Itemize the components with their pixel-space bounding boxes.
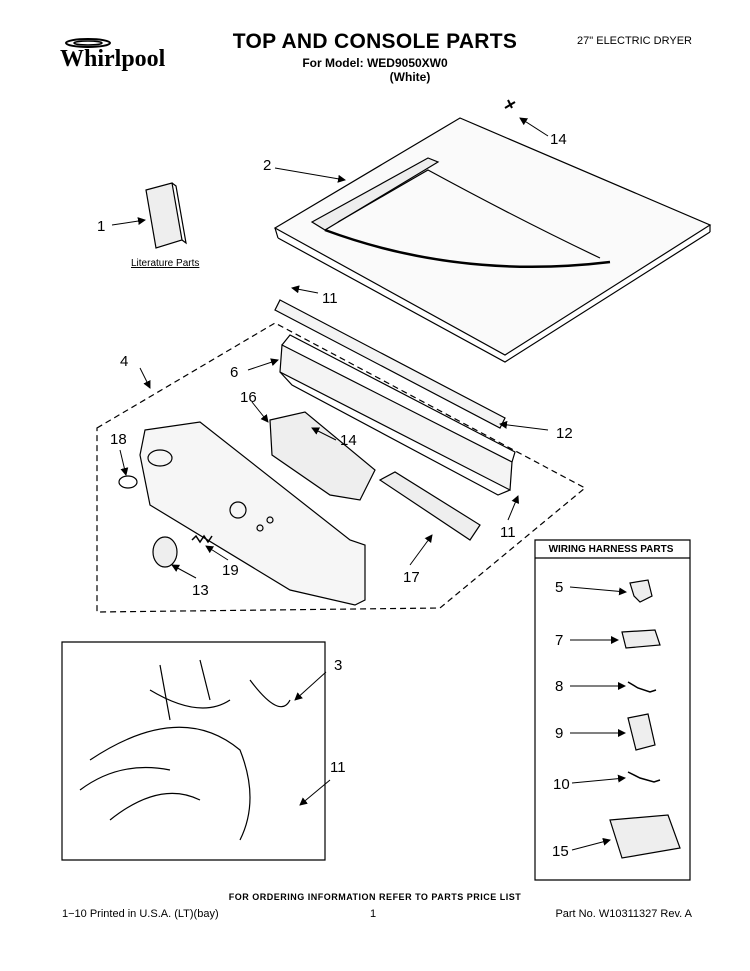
- product-type: 27" ELECTRIC DRYER: [577, 35, 692, 47]
- page-title: TOP AND CONSOLE PARTS: [232, 30, 518, 53]
- brand-text: Whirlpool: [60, 46, 166, 72]
- callout-10: 10: [553, 776, 570, 793]
- callout-12: 12: [556, 425, 573, 442]
- literature-parts-label: Literature Parts: [131, 258, 200, 269]
- page-number: 1: [370, 908, 377, 920]
- callout-11-a: 11: [322, 290, 338, 307]
- callout-1: 1: [97, 218, 105, 235]
- callout-7: 7: [555, 632, 563, 649]
- callout-9: 9: [555, 725, 563, 742]
- print-info: 1−10 Printed in U.S.A. (LT)(bay): [62, 908, 219, 920]
- callout-19: 19: [222, 562, 239, 579]
- callout-14-b: 14: [340, 432, 357, 449]
- callout-2: 2: [263, 157, 271, 174]
- callout-16: 16: [240, 389, 257, 406]
- whirlpool-logo: Whirlpool: [58, 34, 178, 74]
- model-subtitle: For Model: WED9050XW0 (White): [205, 56, 545, 84]
- callout-15: 15: [552, 843, 569, 860]
- ordering-note: FOR ORDERING INFORMATION REFER TO PARTS …: [228, 892, 522, 902]
- callout-17: 17: [403, 569, 420, 586]
- callout-13: 13: [192, 582, 209, 599]
- callout-3: 3: [334, 657, 342, 674]
- callout-5: 5: [555, 579, 563, 596]
- callout-6: 6: [230, 364, 238, 381]
- callout-11-c: 11: [330, 759, 346, 776]
- callout-8: 8: [555, 678, 563, 695]
- model-line: For Model: WED9050XW0: [302, 56, 448, 70]
- callout-11-b: 11: [500, 524, 516, 541]
- callout-4: 4: [120, 353, 128, 370]
- color-line: (White): [389, 70, 431, 84]
- wiring-harness-box-title: WIRING HARNESS PARTS: [548, 544, 674, 555]
- part-number: Part No. W10311327 Rev. A: [555, 908, 692, 920]
- callout-14-a: 14: [550, 131, 567, 148]
- callout-18: 18: [110, 431, 127, 448]
